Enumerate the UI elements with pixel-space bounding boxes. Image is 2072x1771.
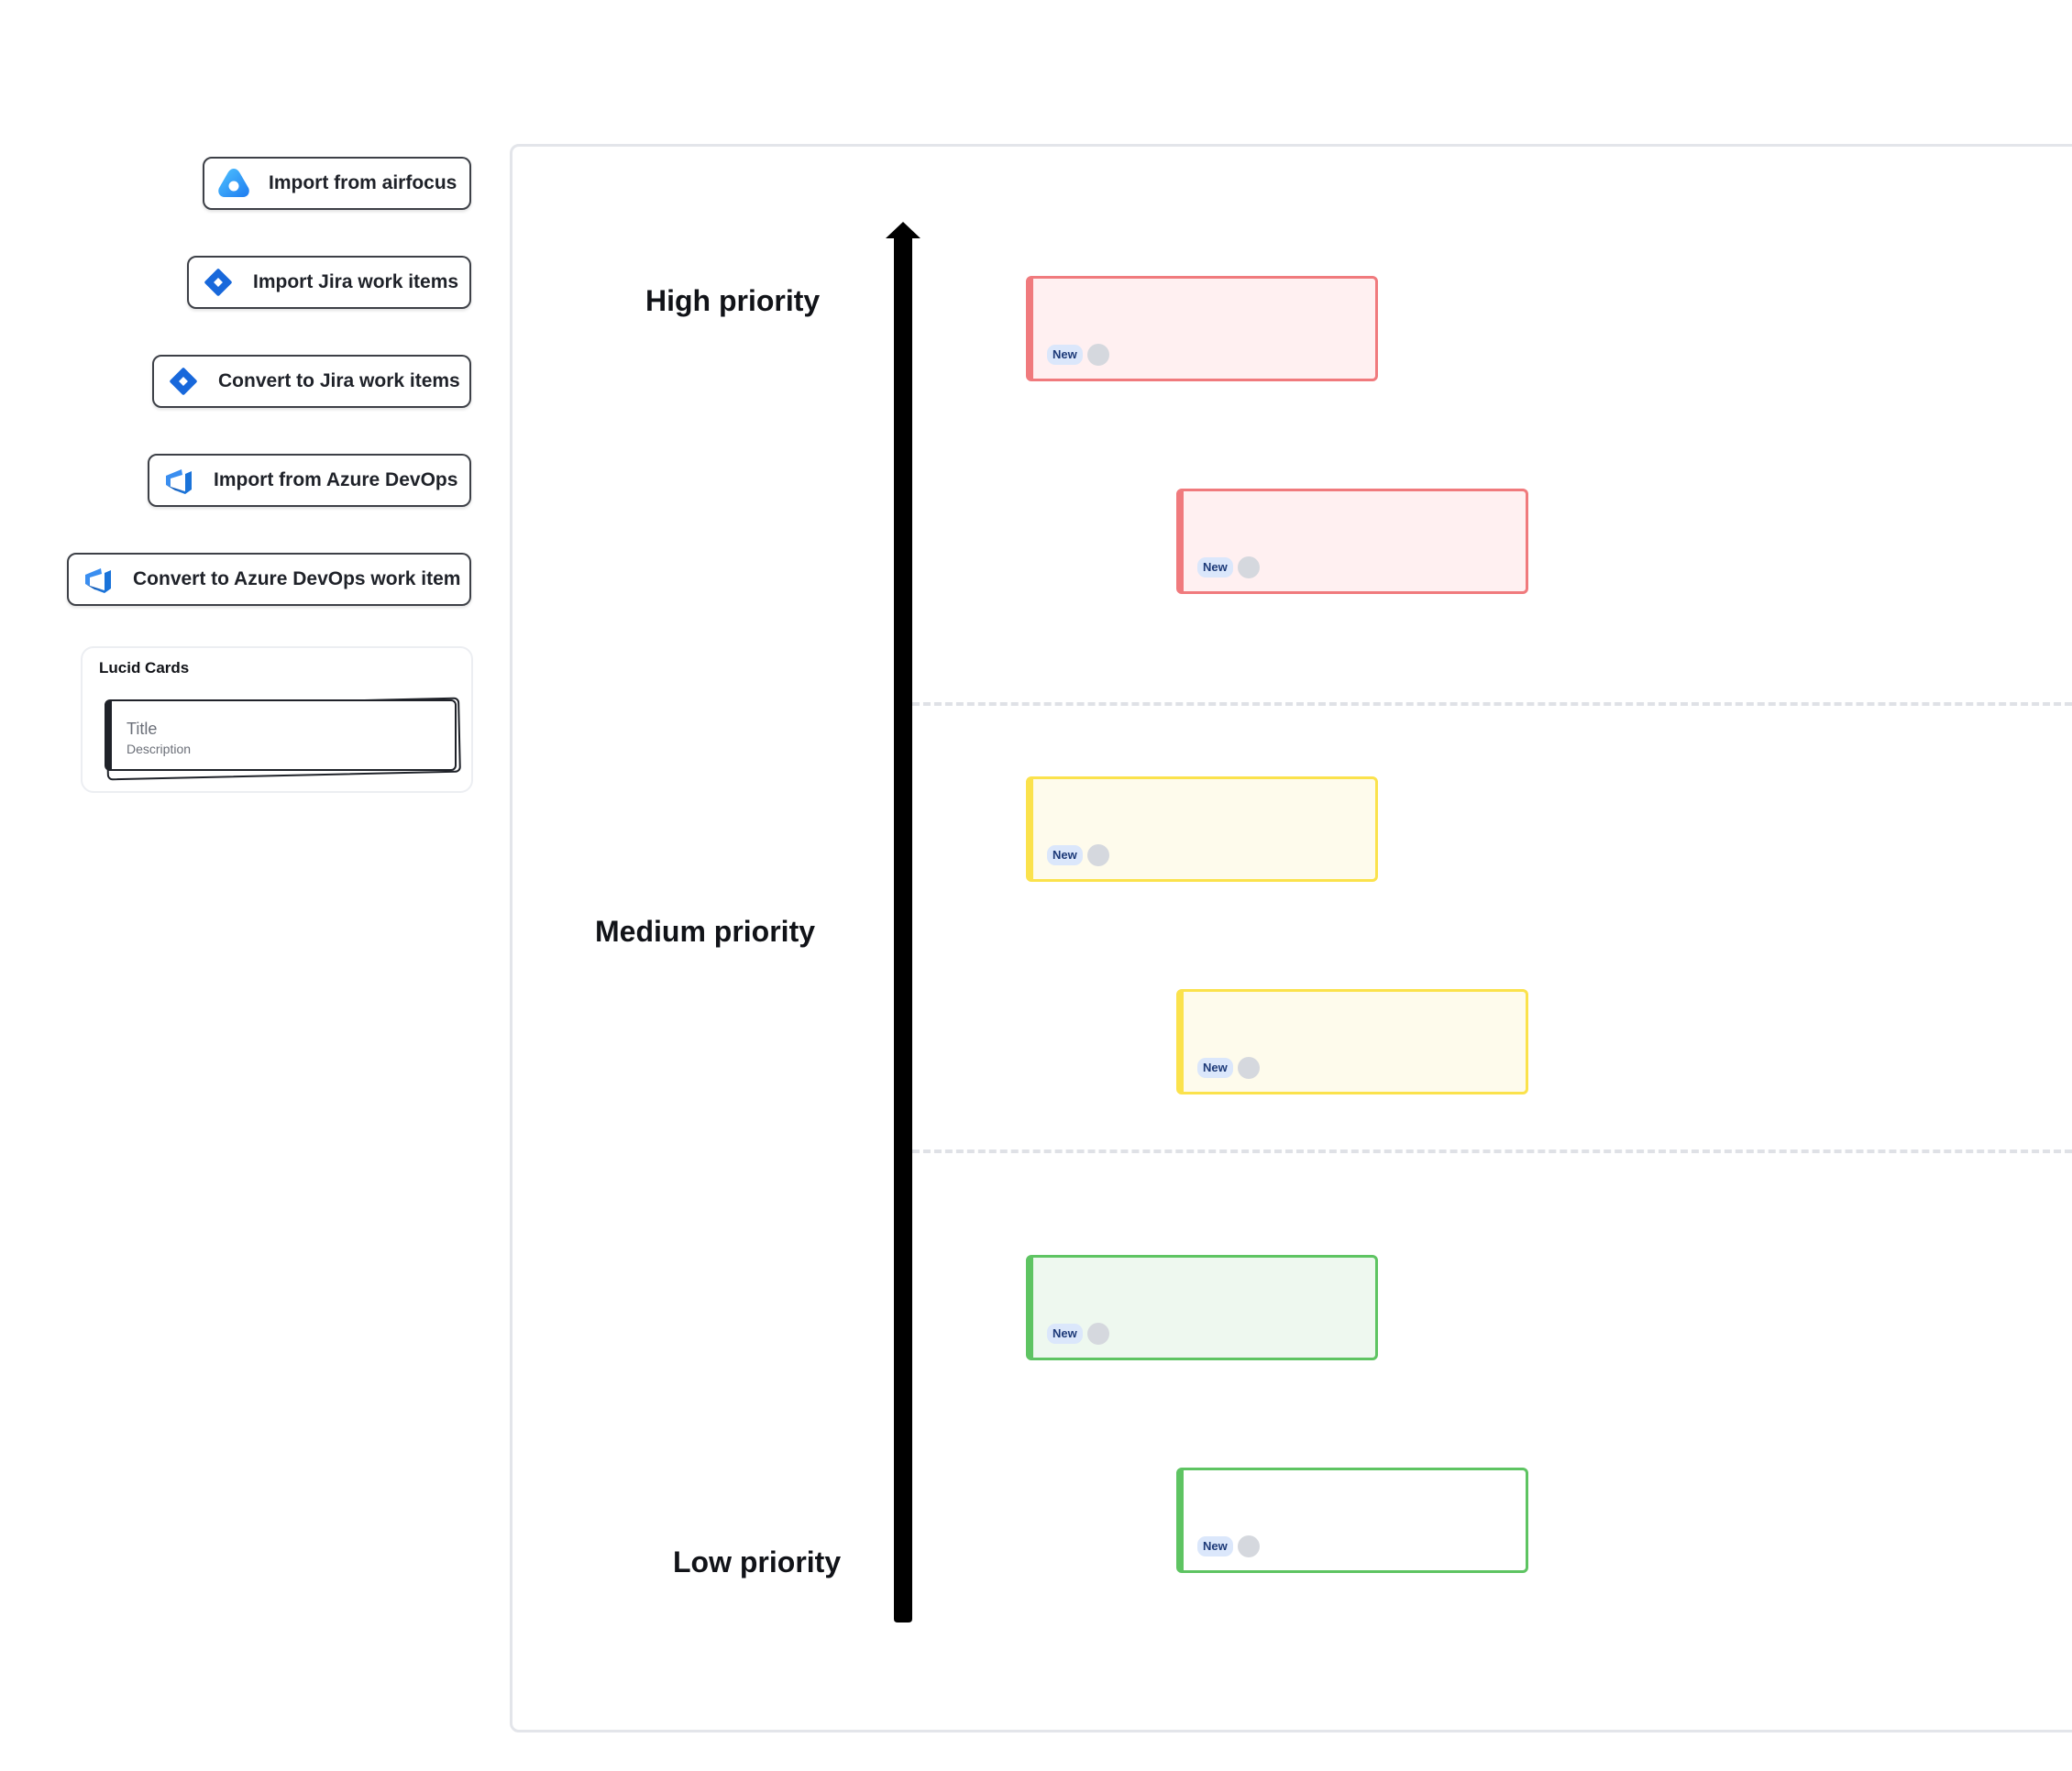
- import-azure-devops-button[interactable]: Import from Azure DevOps: [148, 454, 471, 507]
- work-item-card[interactable]: New: [1176, 489, 1528, 594]
- medium-low-divider: [912, 1150, 2072, 1153]
- lucid-cards-title: Lucid Cards: [99, 659, 190, 676]
- work-item-card[interactable]: New: [1176, 989, 1528, 1094]
- status-badge: New: [1197, 1536, 1233, 1556]
- import-airfocus-button[interactable]: Import from airfocus: [203, 157, 471, 210]
- jira-icon: [165, 363, 202, 400]
- assignee-avatar[interactable]: [1086, 1323, 1109, 1345]
- assignee-avatar[interactable]: [1086, 844, 1109, 866]
- status-badge: New: [1197, 557, 1233, 578]
- work-item-card[interactable]: New: [1176, 1468, 1528, 1573]
- status-badge: New: [1047, 1324, 1083, 1344]
- work-item-card[interactable]: New: [1026, 276, 1378, 381]
- azure-devops-icon: [80, 561, 116, 598]
- status-badge: New: [1047, 345, 1083, 365]
- card-footer: New: [1197, 556, 1260, 578]
- import-airfocus-label: Import from airfocus: [269, 172, 457, 193]
- lucid-card-title: Title: [127, 720, 158, 738]
- assignee-avatar[interactable]: [1237, 1535, 1260, 1557]
- priority-axis-arrow: [886, 222, 920, 1622]
- card-footer: New: [1047, 344, 1109, 366]
- assignee-avatar[interactable]: [1237, 556, 1260, 578]
- work-item-card[interactable]: New: [1026, 1255, 1378, 1360]
- card-footer: New: [1047, 844, 1109, 866]
- convert-to-azure-devops-label: Convert to Azure DevOps work item: [133, 568, 461, 589]
- import-azure-devops-label: Import from Azure DevOps: [214, 469, 458, 490]
- import-jira-label: Import Jira work items: [253, 271, 459, 292]
- low-priority-label: Low priority: [673, 1546, 842, 1578]
- status-badge: New: [1047, 845, 1083, 865]
- assignee-avatar[interactable]: [1086, 344, 1109, 366]
- card-footer: New: [1197, 1057, 1260, 1079]
- airfocus-icon: [215, 165, 252, 202]
- convert-to-jira-label: Convert to Jira work items: [218, 370, 460, 391]
- card-footer: New: [1047, 1323, 1109, 1345]
- lucid-card-description: Description: [127, 742, 192, 756]
- status-badge: New: [1197, 1058, 1233, 1078]
- high-medium-divider: [912, 702, 2072, 706]
- convert-to-jira-button[interactable]: Convert to Jira work items: [152, 355, 471, 408]
- medium-priority-label: Medium priority: [595, 915, 816, 948]
- convert-to-azure-devops-button[interactable]: Convert to Azure DevOps work item: [67, 553, 471, 606]
- high-priority-label: High priority: [645, 284, 821, 317]
- azure-devops-icon: [160, 462, 197, 499]
- lucid-cards-panel: Lucid Cards Title Description: [81, 646, 473, 793]
- work-item-card[interactable]: New: [1026, 776, 1378, 882]
- lucid-card-template[interactable]: Title Description: [105, 699, 457, 771]
- assignee-avatar[interactable]: [1237, 1057, 1260, 1079]
- card-footer: New: [1197, 1535, 1260, 1557]
- import-jira-button[interactable]: Import Jira work items: [187, 256, 471, 309]
- jira-icon: [200, 264, 237, 301]
